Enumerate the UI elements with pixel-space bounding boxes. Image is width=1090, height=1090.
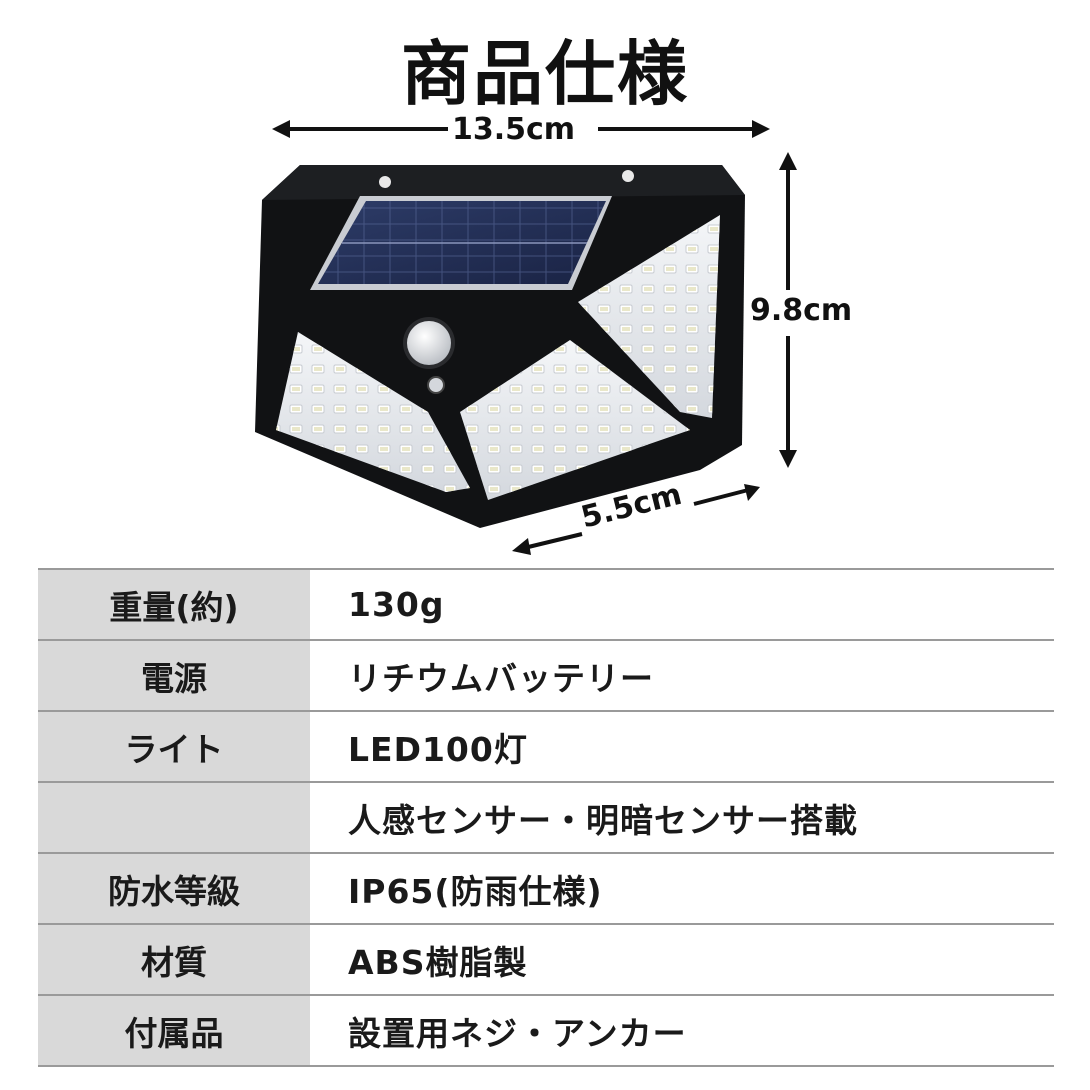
spec-value: IP65(防雨仕様) <box>348 871 603 911</box>
spec-row-waterproof: 防水等級 IP65(防雨仕様) <box>38 854 1054 925</box>
spec-value: リチウムバッテリー <box>348 658 654 698</box>
spec-label: ライト <box>38 712 310 781</box>
spec-row-sensor: 人感センサー・明暗センサー搭載 <box>38 783 1054 854</box>
spec-table: 重量(約) 130g 電源 リチウムバッテリー ライト LED100灯 人感セン… <box>38 568 1054 1067</box>
spec-row-power: 電源 リチウムバッテリー <box>38 641 1054 712</box>
width-arrow <box>272 120 770 138</box>
spec-label: 電源 <box>38 641 310 710</box>
height-arrow <box>779 152 797 468</box>
spec-row-accessories: 付属品 設置用ネジ・アンカー <box>38 996 1054 1067</box>
spec-label: 重量(約) <box>38 570 310 639</box>
depth-arrow <box>512 484 760 555</box>
light-housing <box>255 165 745 528</box>
height-dimension-label: 9.8cm <box>746 293 857 328</box>
spec-label: 防水等級 <box>38 854 310 923</box>
product-figure: 13.5cm 9.8cm 5.5cm <box>255 112 857 555</box>
product-illustration <box>255 120 797 555</box>
spec-value: 人感センサー・明暗センサー搭載 <box>348 800 858 840</box>
spec-value: ABS樹脂製 <box>348 942 528 982</box>
spec-row-light: ライト LED100灯 <box>38 712 1054 783</box>
page-title: 商品仕様 <box>401 33 689 115</box>
spec-value: 設置用ネジ・アンカー <box>348 1013 687 1053</box>
spec-label: 付属品 <box>38 996 310 1065</box>
width-dimension-label: 13.5cm <box>448 112 580 147</box>
spec-row-material: 材質 ABS樹脂製 <box>38 925 1054 996</box>
spec-value: LED100灯 <box>348 729 528 769</box>
spec-row-weight: 重量(約) 130g <box>38 570 1054 641</box>
spec-label <box>38 783 310 852</box>
spec-label: 材質 <box>38 925 310 994</box>
spec-value: 130g <box>348 585 445 624</box>
